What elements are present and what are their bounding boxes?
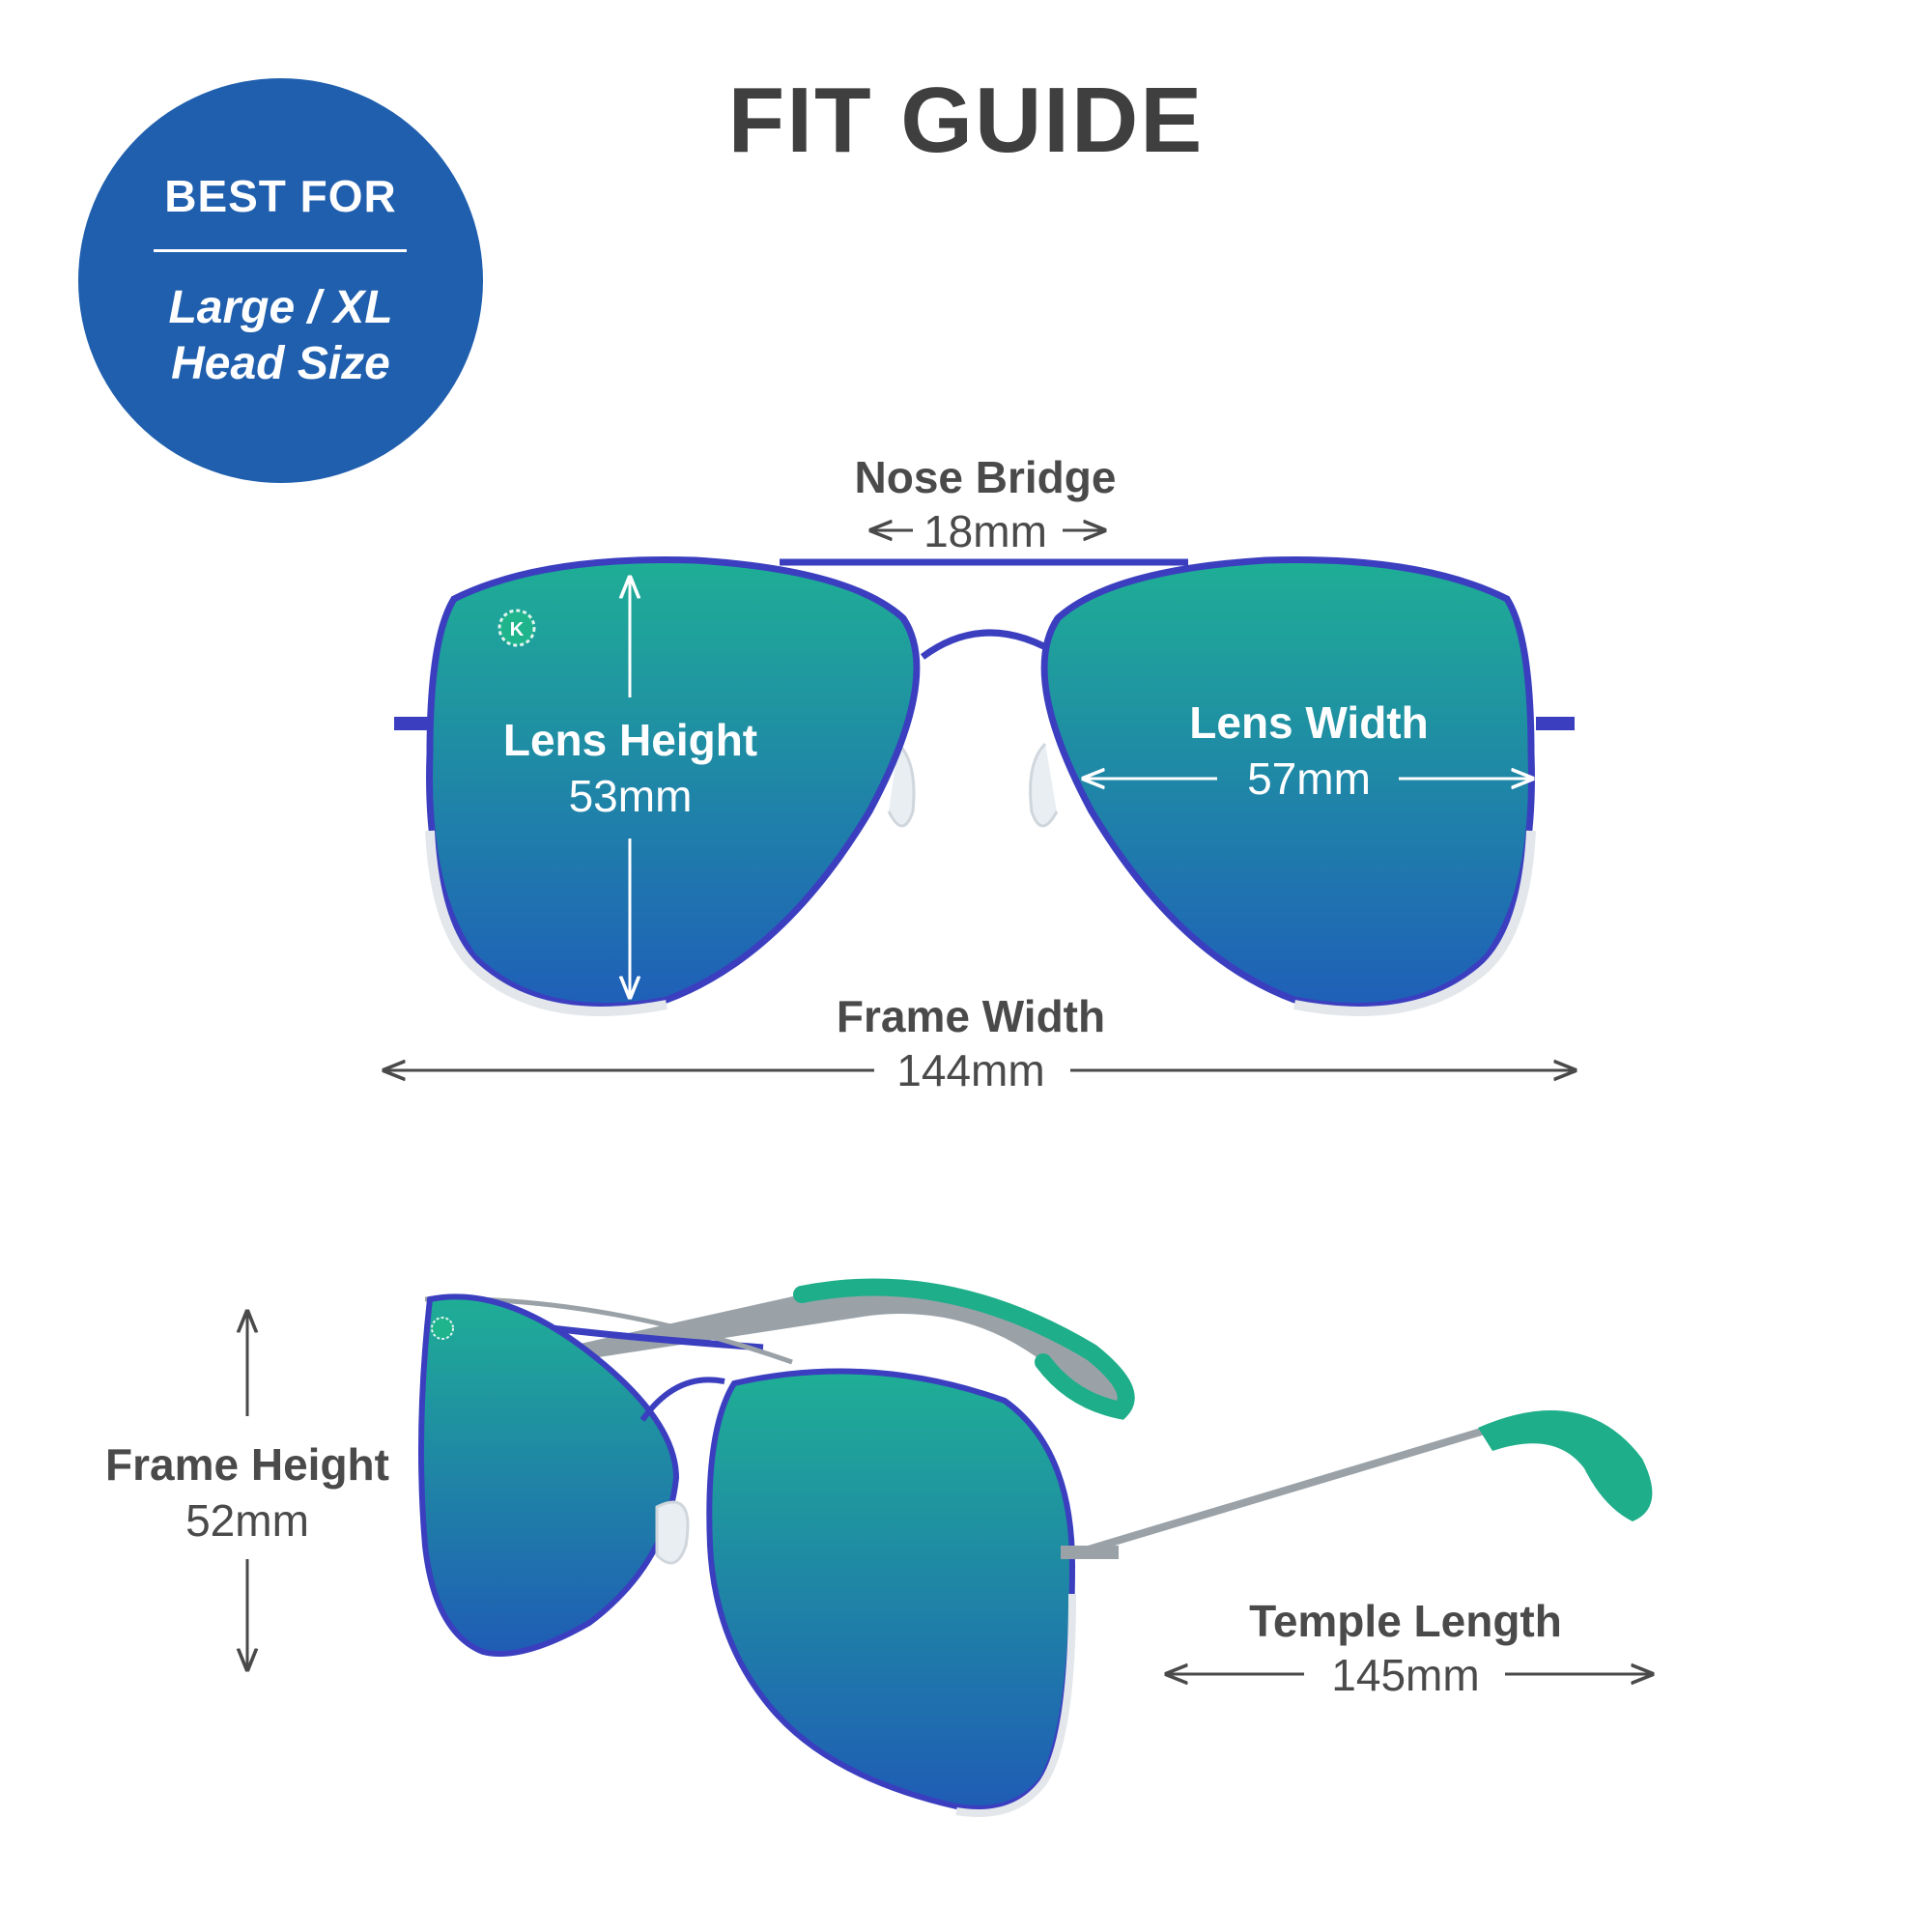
brand-logo-icon: K (497, 609, 536, 647)
svg-text:K: K (510, 619, 525, 640)
badge-body: Large / XL Head Size (78, 280, 483, 392)
temple-length-label: Temple Length (1249, 1596, 1562, 1646)
frame-width-value: 144mm (896, 1045, 1045, 1095)
brand-logo-icon-side (431, 1317, 454, 1340)
temple-length-value: 145mm (1331, 1650, 1480, 1700)
nose-bridge-value: 18mm (923, 506, 1047, 556)
badge-heading: BEST FOR (164, 171, 397, 221)
lens-width-value: 57mm (1247, 753, 1371, 804)
lens-width-label: Lens Width (1189, 697, 1429, 748)
page-title: FIT GUIDE (727, 69, 1205, 172)
side-view-glasses (418, 1278, 1653, 1817)
best-for-badge (78, 78, 483, 483)
front-view-glasses: K (394, 556, 1575, 1016)
frame-width-label: Frame Width (836, 991, 1106, 1041)
badge-line-1: Large / XL (168, 282, 393, 333)
frame-height-value: 52mm (185, 1495, 309, 1546)
lens-height-value: 53mm (568, 771, 693, 821)
lens-height-label: Lens Height (502, 715, 758, 765)
badge-line-2: Head Size (171, 338, 390, 389)
frame-height-label: Frame Height (105, 1439, 389, 1490)
badge-divider (154, 249, 407, 252)
nose-bridge-label: Nose Bridge (854, 452, 1117, 502)
